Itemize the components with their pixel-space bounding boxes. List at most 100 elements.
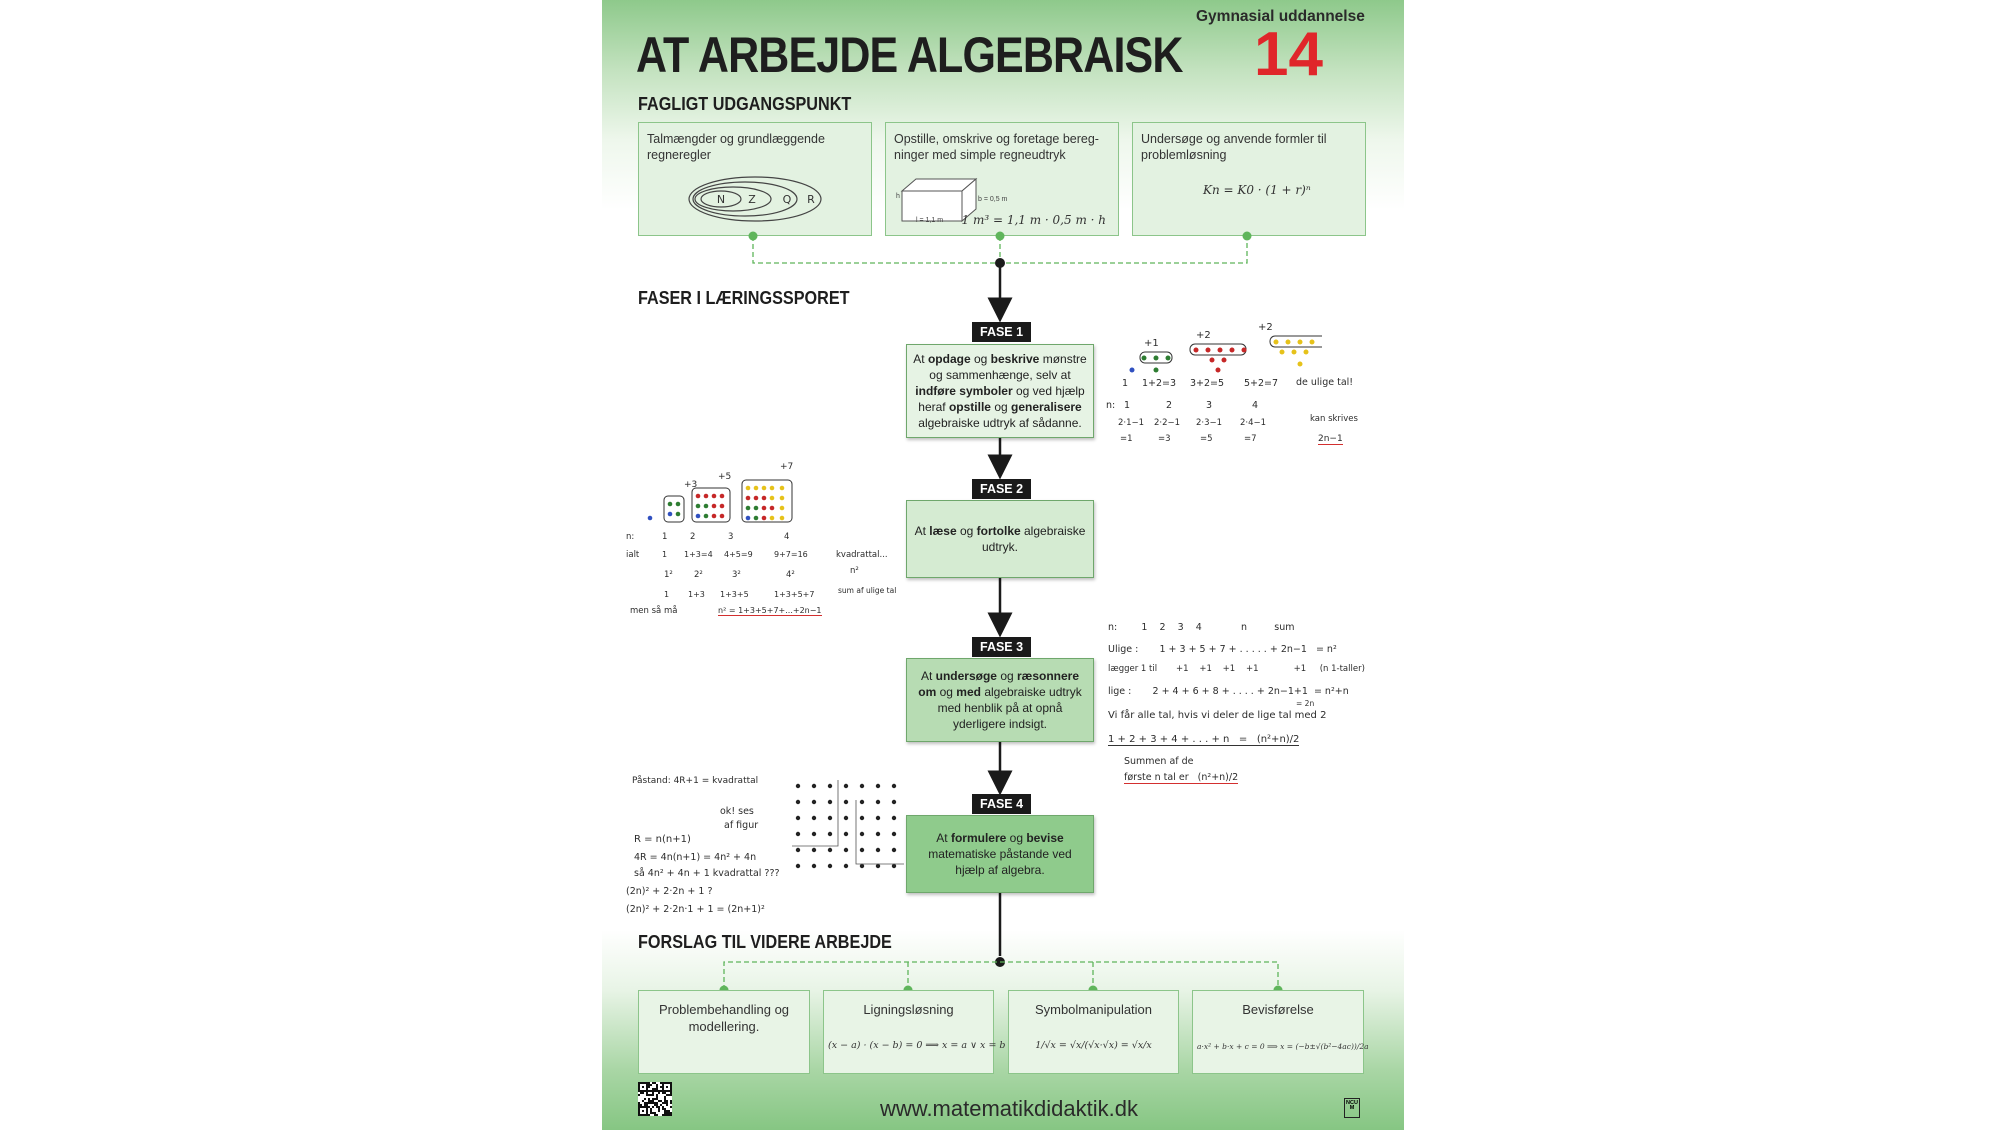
set-z: Z xyxy=(748,193,756,206)
set-q: Q xyxy=(783,193,792,206)
section-heading-forslag: FORSLAG TIL VIDERE ARBEJDE xyxy=(638,932,892,952)
phase-1-text: At opdage og beskrive mønstre og sammenh… xyxy=(913,352,1087,430)
note-2-n-1: 1 xyxy=(662,532,668,542)
interest-formula: Kn = K0 · (1 + r)ⁿ xyxy=(1203,183,1311,197)
note-2-right-1: kvadrattal... xyxy=(836,550,888,560)
phase-2-text: At læse og fortolke algebraiske udtryk. xyxy=(914,524,1086,554)
suggestion-formula: (x − a) · (x − b) = 0 ⟹ x = a ∨ x = b xyxy=(828,1040,1006,1051)
note-1-add-1: +1 xyxy=(1144,338,1159,349)
dim-h: h xyxy=(896,193,900,200)
note-2-row3-2: 1+3 xyxy=(688,590,705,599)
note-1-expr-4: 2·4−1 xyxy=(1240,418,1267,428)
note-1-sum-2: 1+2=3 xyxy=(1142,378,1177,389)
number-sets-diagram: N Z Q R xyxy=(688,176,822,222)
suggestion-card-1: Problembehandling og modellering. xyxy=(638,990,810,1074)
qr-code-icon[interactable] xyxy=(638,1082,672,1116)
phase-1-tag: FASE 1 xyxy=(972,322,1032,342)
dim-l: l = 1,1 m xyxy=(916,217,944,224)
note-2-add-3: +7 xyxy=(780,462,794,472)
note-4-ok2: af figur xyxy=(724,820,759,831)
phase-3-tag: FASE 3 xyxy=(972,637,1032,657)
section-heading-faser: FASER I LÆRINGSSPORET xyxy=(638,288,850,308)
suggestion-card-3: Symbolmanipulation 1/√x = √x/(√x·√x) = √… xyxy=(1008,990,1179,1074)
phase-4-text: At formulere og bevise matematiske påsta… xyxy=(928,831,1072,877)
note-4-line-3: så 4n² + 4n + 1 kvadrattal ??? xyxy=(634,868,780,879)
note-2-n-label: n: xyxy=(626,532,635,542)
set-r: R xyxy=(807,193,815,206)
note-1-result-2: =3 xyxy=(1158,434,1171,444)
note-3-line-5: 1 + 2 + 3 + 4 + . . . + n = (n²+n)/2 xyxy=(1108,734,1300,746)
note-1-n-label: n: xyxy=(1106,400,1116,411)
note-2-row1-4: 9+7=16 xyxy=(774,550,808,559)
note-1-expr-1: 2·1−1 xyxy=(1118,418,1145,428)
suggestion-label: Bevisførelse xyxy=(1242,1002,1314,1017)
suggestion-formula: a·x² + b·x + c = 0 ⟹ x = (−b±√(b²−4ac))/… xyxy=(1197,1042,1369,1051)
note-1-comment: de ulige tal! xyxy=(1296,377,1354,388)
suggestion-label: Problembehandling og modellering. xyxy=(658,1002,790,1034)
note-2-row3-3: 1+3+5 xyxy=(720,590,749,599)
note-1-result-1: =1 xyxy=(1120,434,1133,444)
website-link[interactable]: www.matematikdidaktik.dk xyxy=(880,1096,1138,1121)
starting-point-card-3: Undersøge og anvende formler til problem… xyxy=(1132,122,1366,236)
note-1-expr-2: 2·2−1 xyxy=(1154,418,1181,428)
starting-point-card-1: Talmængder og grundlæggende regneregler … xyxy=(638,122,872,236)
note-3-header: n: 1 2 3 4 n sum xyxy=(1108,622,1295,633)
note-2-row2-4: 4² xyxy=(786,570,795,580)
note-1-sum-1: 1 xyxy=(1122,378,1129,389)
phase-2-box: At læse og fortolke algebraiske udtryk. xyxy=(906,500,1094,578)
suggestion-card-4: Bevisførelse a·x² + b·x + c = 0 ⟹ x = (−… xyxy=(1192,990,1369,1074)
volume-formula: 1 m³ = 1,1 m · 0,5 m · h xyxy=(961,213,1107,227)
note-1-n-2: 2 xyxy=(1166,400,1173,411)
note-1-expr-3: 2·3−1 xyxy=(1196,418,1223,428)
note-2-add-2: +5 xyxy=(718,472,732,482)
suggestion-label: Ligningsløsning xyxy=(863,1002,954,1017)
note-2-conclusion: n² = 1+3+5+7+...+2n−1 xyxy=(718,606,822,616)
note-2-row1-3: 4+5=9 xyxy=(724,550,753,559)
note-2-row3-1: 1 xyxy=(664,590,670,599)
note-2-row2-1: 1² xyxy=(664,570,673,580)
note-2-row2-2: 2² xyxy=(694,570,703,580)
note-4-line-2: 4R = 4n(n+1) = 4n² + 4n xyxy=(634,852,757,863)
note-2-row2-3: 3² xyxy=(732,570,741,580)
suggestion-formula: 1/√x = √x/(√x·√x) = √x/x xyxy=(1035,1040,1152,1051)
note-4-ok: ok! ses xyxy=(720,806,754,817)
note-2-row1-label: ialt xyxy=(626,550,640,560)
note-1-n-3: 3 xyxy=(1206,400,1213,411)
note-4-line-5: (2n)² + 2·2n·1 + 1 = (2n+1)² xyxy=(626,904,765,915)
note-2-row3-4: 1+3+5+7 xyxy=(774,590,815,599)
note-2-right-2: n² xyxy=(850,566,859,576)
note-1-n-4: 4 xyxy=(1252,400,1259,411)
note-2-row1-2: 1+3=4 xyxy=(684,550,713,559)
note-2-right-3: sum af ulige tal xyxy=(838,586,897,595)
phase-4-box: At formulere og bevise matematiske påsta… xyxy=(906,815,1094,893)
phase-4-tag: FASE 4 xyxy=(972,794,1032,814)
note-2-row1-1: 1 xyxy=(662,550,668,559)
phase-3-text: At undersøge og ræsonnere om og med alge… xyxy=(918,669,1082,731)
note-4-line-4: (2n)² + 2·2n + 1 ? xyxy=(626,886,713,897)
suggestion-label: Symbolmanipulation xyxy=(1034,1002,1153,1017)
note-2-add-1: +3 xyxy=(684,480,698,490)
note-4-dot-grid xyxy=(792,780,904,869)
note-1-sum-3: 3+2=5 xyxy=(1190,378,1225,389)
note-3-line-2: lægger 1 til +1 +1 +1 +1 +1 (n 1-taller) xyxy=(1108,664,1365,674)
note-1-n-1: 1 xyxy=(1124,400,1131,411)
poster: AT ARBEJDE ALGEBRAISK Gymnasial uddannel… xyxy=(602,0,1404,1130)
note-2-bottom: men så må xyxy=(630,606,678,616)
note-3-line-1: Ulige : 1 + 3 + 5 + 7 + . . . . . + 2n−1… xyxy=(1108,644,1337,655)
note-1-add-2: +2 xyxy=(1196,330,1211,341)
note-1-sum-4: 5+2=7 xyxy=(1244,378,1279,389)
note-4-claim: Påstand: 4R+1 = kvadrattal xyxy=(632,776,759,786)
note-3-line-3: lige : 2 + 4 + 6 + 8 + . . . . + 2n−1+1 … xyxy=(1108,686,1349,697)
level-label: Gymnasial uddannelse xyxy=(1196,8,1365,25)
note-3-line-7: første n tal er (n²+n)/2 xyxy=(1124,772,1239,784)
ncum-logo: NCUM xyxy=(1344,1098,1360,1118)
dim-b: b = 0,5 m xyxy=(978,196,1008,203)
note-4-line-1: R = n(n+1) xyxy=(634,834,691,845)
note-2-dot-pattern xyxy=(647,479,793,523)
note-1-result-4: =7 xyxy=(1244,434,1257,444)
note-3-line-6: Summen af de xyxy=(1124,756,1194,767)
note-2-n-2: 2 xyxy=(690,532,696,542)
phase-3-box: At undersøge og ræsonnere om og med alge… xyxy=(906,658,1094,742)
phase-2-tag: FASE 2 xyxy=(972,479,1032,499)
note-2-n-3: 3 xyxy=(728,532,734,542)
